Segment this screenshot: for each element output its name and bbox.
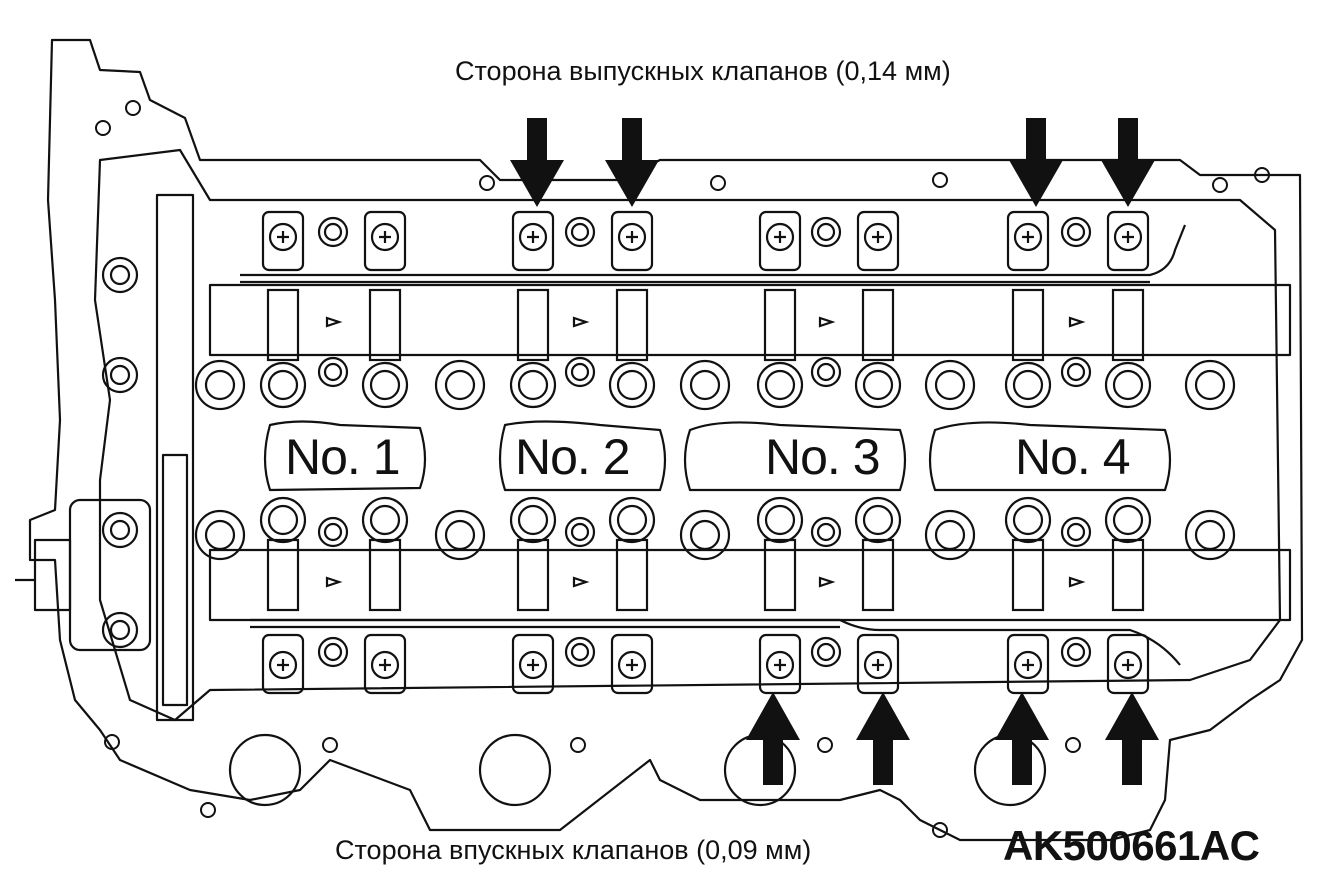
cylinder-wells — [263, 420, 1172, 492]
exhaust-rocker-7 — [1004, 210, 1052, 409]
intake-arrow-3 — [995, 692, 1049, 785]
cylinder-label-2: No. 2 — [515, 429, 631, 485]
head-bolt-pair-5 — [1184, 359, 1236, 561]
intake-arrow-4 — [1105, 692, 1159, 785]
exhaust-rocker-6 — [854, 210, 902, 409]
timing-plate — [155, 193, 195, 722]
sprocket-bolts — [101, 256, 139, 649]
intake-oil-pipe — [250, 618, 1181, 666]
intake-rocker-7 — [1004, 496, 1052, 695]
intake-rocker-3 — [509, 496, 557, 695]
head-bolt-pair-3 — [679, 359, 731, 561]
intake-rocker-5 — [756, 496, 804, 695]
cylinder-label-3: No. 3 — [765, 429, 881, 485]
rocker-shaft-bolt-1 — [317, 216, 349, 668]
exhaust-side-label: Сторона выпускных клапанов (0,14 мм) — [455, 56, 951, 86]
mounting-holes — [95, 100, 1270, 838]
exhaust-rocker-3 — [509, 210, 557, 409]
exhaust-rocker-8 — [1104, 210, 1152, 409]
intake-side-label: Сторона впускных клапанов (0,09 мм) — [335, 835, 812, 865]
head-outline — [28, 38, 1304, 842]
intake-arrow-1 — [746, 692, 800, 785]
intake-rocker-4 — [608, 496, 656, 695]
exhaust-arrow-2 — [605, 118, 659, 207]
intake-rocker-1 — [259, 496, 307, 695]
exhaust-rocker-1 — [259, 210, 307, 409]
sprocket-hub — [68, 498, 152, 652]
exhaust-camshaft — [208, 283, 1292, 357]
rocker-shaft-bolt-3 — [810, 216, 842, 668]
exhaust-rocker-2 — [361, 210, 409, 409]
intake-rocker-8 — [1104, 496, 1152, 695]
intake-rocker-2 — [361, 496, 409, 695]
head-bolt-pair-1 — [194, 359, 246, 561]
rocker-arms — [194, 210, 1236, 695]
exhaust-rocker-5 — [756, 210, 804, 409]
head-bolt-pair-4 — [924, 359, 976, 561]
figure-code: AK500661AC — [1003, 822, 1260, 869]
exhaust-arrow-4 — [1101, 118, 1155, 207]
exhaust-rocker-4 — [608, 210, 656, 409]
rocker-shaft-bolt-4 — [1060, 216, 1092, 668]
intake-rocker-6 — [854, 496, 902, 695]
head-inner-outline — [93, 148, 1282, 722]
exhaust-arrow-3 — [1009, 118, 1063, 207]
cylinder-label-4: No. 4 — [1015, 429, 1131, 485]
exhaust-arrow-1 — [510, 118, 564, 207]
head-bolt-pair-2 — [434, 359, 486, 561]
rocker-shaft-bolt-2 — [564, 216, 596, 668]
exhaust-oil-pipe — [240, 224, 1187, 277]
arrows — [510, 118, 1159, 785]
cylinder-label-1: No. 1 — [285, 429, 401, 485]
intake-arrow-2 — [856, 692, 910, 785]
intake-ports — [228, 733, 1047, 807]
